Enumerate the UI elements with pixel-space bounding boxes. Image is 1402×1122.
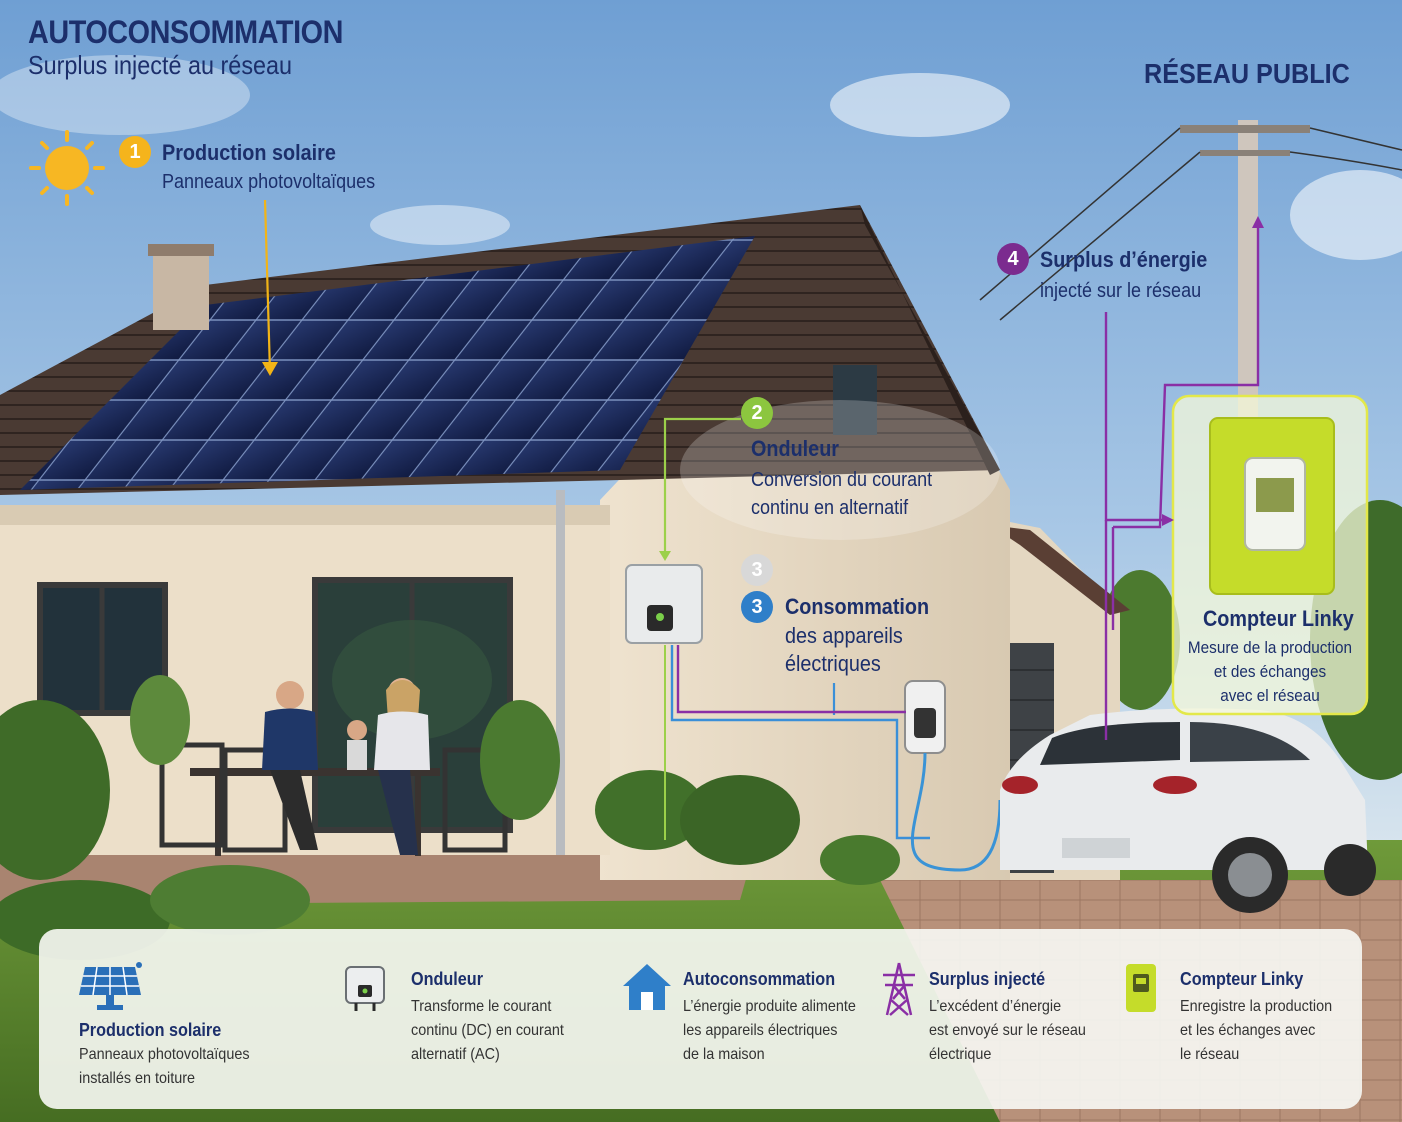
legend-desc-1-1: continu (DC) en courant [411, 1022, 564, 1039]
step-4-title: Surplus d’énergie [1040, 247, 1208, 272]
step-4-badge: 4 [997, 243, 1029, 275]
grid-label: RÉSEAU PUBLIC [1144, 58, 1350, 89]
step-3-title-line-1: Consommation [785, 594, 930, 619]
legend-desc-1-0: Transforme le courant [411, 998, 552, 1015]
step-2-desc-line-2: continu en alternatif [751, 497, 909, 519]
step-4-desc: injecté sur le réseau [1040, 280, 1202, 302]
solar-panel-icon [79, 962, 142, 1010]
diagram-subtitle: Surplus injecté au réseau [28, 50, 293, 80]
diagram-title: AUTOCONSOMMATION [28, 14, 343, 50]
legend-desc-3-2: électrique [929, 1046, 992, 1063]
legend-desc-2-2: de la maison [683, 1046, 765, 1063]
legend-desc-2-0: L’énergie produite alimente [683, 998, 856, 1015]
step-1-title: Production solaire [162, 140, 336, 165]
step-3-badge: 3 [741, 591, 773, 623]
legend-title-4: Compteur Linky [1180, 969, 1304, 989]
step-3-title-line-2: des appareils [785, 623, 903, 648]
step-2-desc-line-1: Conversion du courant [751, 469, 933, 491]
legend-desc-2-1: les appareils électriques [683, 1022, 838, 1039]
step-2-badge: 2 [741, 397, 773, 429]
house-icon [623, 964, 671, 1010]
legend-title-3: Surplus injecté [929, 969, 1046, 989]
linky-desc-line-1: Mesure de la production [1187, 638, 1353, 657]
meter-icon [1126, 964, 1156, 1012]
legend-title-2: Autoconsommation [683, 969, 836, 989]
sun-icon [29, 130, 105, 206]
linky-title: Compteur Linky [1203, 606, 1354, 631]
step-1-badge: 1 [119, 136, 151, 168]
legend-desc-1-2: alternatif (AC) [411, 1046, 500, 1063]
legend-panel: Production solaire Panneaux photovoltaïq… [39, 929, 1362, 1109]
legend-desc-4-1: et les échanges avec [1180, 1022, 1316, 1039]
legend-desc-3-0: L’excédent d’énergie [929, 998, 1062, 1015]
step-3-ghost-badge: 3 [741, 554, 773, 586]
inverter-icon [345, 966, 385, 1011]
legend-desc-3-1: est envoyé sur le réseau [929, 1022, 1086, 1039]
legend-desc-4-0: Enregistre la production [1180, 998, 1333, 1015]
legend-desc-0-0: Panneaux photovoltaïques [79, 1046, 250, 1063]
step-2-title: Onduleur [751, 436, 840, 461]
step-1-desc: Panneaux photovoltaïques [162, 171, 376, 193]
pylon-icon [883, 962, 915, 1016]
step-3-title-line-3: électriques [785, 651, 881, 676]
legend-desc-4-2: le réseau [1180, 1046, 1240, 1063]
linky-desc-line-3: avec el réseau [1220, 686, 1320, 705]
legend-title-1: Onduleur [411, 969, 483, 989]
legend-desc-0-1: installés en toiture [79, 1070, 196, 1087]
legend-title-0: Production solaire [79, 1020, 222, 1040]
linky-desc-line-2: et des échanges [1213, 662, 1327, 681]
